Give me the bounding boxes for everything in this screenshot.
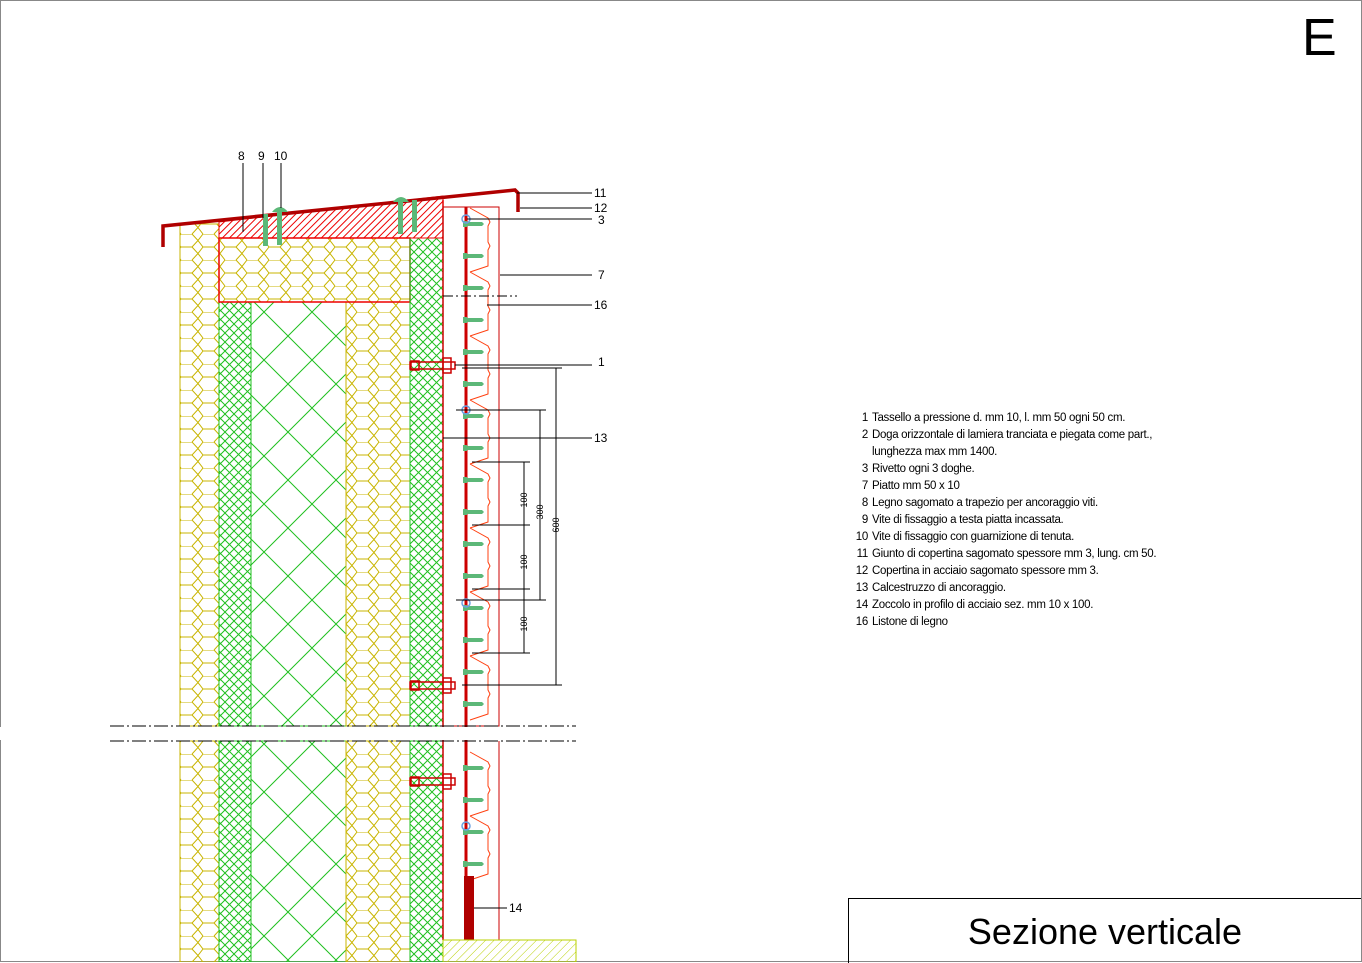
legend-item: 9 Vite di fissaggio a testa piatta incass… (850, 512, 1156, 529)
dimension-100: 100 (519, 554, 529, 569)
screw (463, 701, 484, 707)
legend-text: Copertina in acciaio sagomato spessore m… (872, 565, 1099, 577)
doga-profile (469, 527, 491, 593)
legend-number: 8 (861, 497, 868, 509)
callout-labels: 8 9 10 11 12 3 7 16 1 13 14 100 100 100 … (238, 149, 608, 915)
cladding (442, 206, 500, 940)
screw (463, 509, 484, 515)
doga-profile (469, 399, 491, 465)
screw (463, 573, 484, 579)
callout-3: 3 (598, 213, 605, 227)
legend-item: 7 Piatto mm 50 x 10 (850, 478, 1156, 495)
doga-profile (469, 751, 491, 817)
legend-text: Vite di fissaggio a testa piatta incassa… (872, 514, 1064, 526)
screw (463, 253, 484, 259)
dimension-300: 300 (535, 504, 545, 519)
callout-16: 16 (594, 298, 608, 312)
callout-9: 9 (258, 149, 265, 163)
anchor-bolts (409, 357, 456, 790)
sheet-letter: E (1302, 9, 1337, 67)
rivet (461, 821, 471, 831)
rivet (461, 598, 471, 608)
doga-profile (469, 591, 491, 657)
screw (463, 541, 484, 547)
legend-text: Calcestruzzo di ancoraggio. (872, 582, 1006, 594)
screw (463, 381, 484, 387)
screw (463, 861, 484, 867)
legend-number: 10 (855, 531, 869, 543)
break-lines (0, 725, 600, 742)
callout-13: 13 (594, 431, 608, 445)
legend-text: Listone di legno (872, 616, 948, 628)
callout-11: 11 (594, 186, 607, 200)
screw (463, 797, 484, 803)
legend-text-continued: lunghezza max mm 1400. (872, 446, 998, 458)
dimension-600: 600 (551, 517, 561, 532)
callout-10: 10 (274, 149, 288, 163)
screw (463, 477, 484, 483)
callout-14: 14 (509, 901, 523, 915)
legend-item: 3 Rivetto ogni 3 doghe. (850, 461, 1156, 478)
coping-sheet (161, 188, 520, 247)
top-screws (263, 197, 417, 246)
legend-text: Legno sagomato a trapezio per ancoraggio… (872, 497, 1098, 509)
title-block: Sezione verticale (848, 898, 1361, 963)
dimension-100: 100 (519, 616, 529, 631)
dimension-100: 100 (519, 492, 529, 507)
legend-text: Zoccolo in profilo di acciaio sez. mm 10… (872, 599, 1094, 611)
screw (463, 829, 484, 835)
legend-number: 14 (855, 599, 869, 611)
legend-item: 1 Tassello a pressione d. mm 10, l. mm 50… (850, 410, 1156, 427)
doga-profile (469, 271, 491, 337)
legend-text: Tassello a pressione d. mm 10, l. mm 50 … (872, 412, 1126, 424)
legend-number: 7 (861, 480, 868, 492)
screw (463, 637, 484, 643)
legend-number: 9 (861, 514, 868, 526)
legend-number: 13 (855, 582, 869, 594)
legend-text: Piatto mm 50 x 10 (872, 480, 960, 492)
screw (463, 765, 484, 771)
screw (463, 349, 484, 355)
screw (463, 445, 484, 451)
screw (463, 221, 484, 227)
plinth-profile (464, 876, 474, 940)
doga-profile (469, 655, 491, 721)
callout-12: 12 (594, 201, 608, 215)
legend-item: 8 Legno sagomato a trapezio per ancoraggi… (850, 495, 1156, 512)
legend: 1 Tassello a pressione d. mm 10, l. mm 50… (850, 410, 1157, 631)
doga-profile (469, 207, 491, 273)
doga-profile (469, 815, 491, 881)
legend-text: Vite di fissaggio con guarnizione di ten… (872, 531, 1075, 543)
screw (463, 605, 484, 611)
doga-profile (469, 335, 491, 401)
legend-number: 2 (861, 429, 868, 441)
legend-number: 12 (855, 565, 869, 577)
callout-1: 1 (598, 355, 605, 369)
legend-number: 16 (855, 616, 869, 628)
callout-8: 8 (238, 149, 245, 163)
screw (463, 285, 484, 291)
callout-7: 7 (598, 268, 605, 282)
legend-text: Rivetto ogni 3 doghe. (872, 463, 975, 475)
legend-text: Giunto di copertina sagomato spessore mm… (872, 548, 1157, 560)
legend-number: 3 (861, 463, 868, 475)
legend-number: 1 (861, 412, 868, 424)
screw (463, 669, 484, 675)
screw (463, 413, 484, 419)
doga-profile (469, 463, 491, 529)
screw (463, 317, 484, 323)
leader-lines (242, 163, 592, 909)
legend-number: 11 (856, 548, 869, 560)
wall-layers (179, 195, 444, 962)
drawing-title: Sezione verticale (967, 911, 1243, 952)
legend-item: 2 Doga orizzontale di lamiera tranciata e… (850, 427, 1156, 444)
ground (442, 939, 577, 962)
legend-text: Doga orizzontale di lamiera tranciata e … (872, 429, 1153, 441)
